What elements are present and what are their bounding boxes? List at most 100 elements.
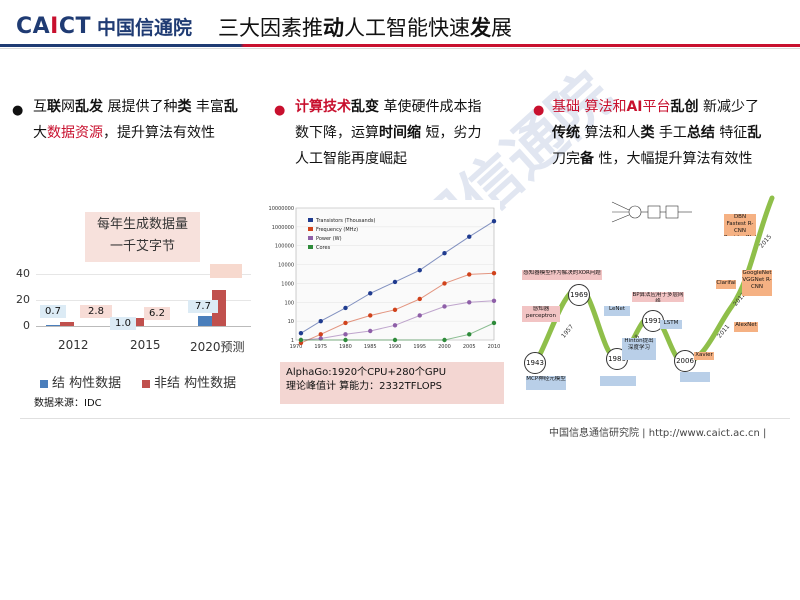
data-point: [442, 304, 447, 309]
data-point: [442, 337, 447, 343]
chart-note-box: 每年生成数据量 一千艾字节: [85, 212, 200, 262]
data-point: [392, 307, 398, 312]
milestone-box: BP算法应用于多层网络: [632, 292, 684, 302]
y-tick-label: 10000: [278, 263, 294, 269]
milestone-box: DBN Fastest R-CNN ResidualNet: [724, 214, 756, 236]
data-point: [442, 281, 447, 286]
data-point: [491, 320, 497, 326]
title-part: 人工智能快速: [344, 16, 470, 40]
text-span: 乱发: [75, 99, 103, 115]
y-tick-label: 1: [291, 338, 294, 344]
bullet-dot: ●: [533, 103, 545, 118]
data-point: [467, 272, 472, 277]
x-tick-label: 1990: [389, 344, 402, 350]
y-tick-label: 40: [16, 267, 30, 280]
data-point: [467, 332, 472, 337]
data-point: [318, 318, 323, 324]
data-point: [392, 337, 398, 343]
milestone-box: AlexNet: [734, 322, 758, 332]
x-tick-label: 1970: [290, 344, 303, 350]
y-tick-label: 100000: [275, 244, 294, 250]
data-point: [298, 330, 304, 336]
text-span: 人工智能再度崛起: [295, 151, 407, 167]
moores-law-scatter-chart: 1101001000100001000001000000100000001970…: [262, 200, 500, 365]
slide: CAICT 中国信通院 三大因素推动人工智能快速发展 C 中国信通院 ● 互联网…: [0, 13, 800, 439]
text-span: 互: [33, 99, 47, 115]
data-label: 0.7: [40, 305, 66, 318]
y-tick-label: 20: [16, 293, 30, 306]
highlight-text: 数据资源: [47, 125, 103, 141]
highlight-text: 算法和: [580, 99, 627, 115]
y-tick-label: 1000: [281, 281, 294, 287]
text-span: 乱变: [351, 99, 379, 115]
text-span: 丰富: [191, 99, 224, 115]
milestone-box: MCP神经元模型: [526, 376, 566, 390]
data-volume-bar-chart: 每年生成数据量 一千艾字节 40 20 0 0.7 2.8 1.0 6.2 7.…: [10, 200, 255, 415]
legend-label: Frequency (MHz): [316, 227, 358, 233]
highlight-text: AI: [626, 99, 643, 115]
gridline: [36, 300, 251, 301]
text-span: 乱: [223, 99, 238, 115]
data-point: [491, 298, 497, 303]
x-tick-label: 1985: [364, 344, 377, 350]
text-span: 网: [61, 99, 75, 115]
header-divider-thin: [0, 48, 800, 49]
data-point: [368, 291, 373, 296]
legend-label: Power (W): [316, 236, 342, 242]
caption-line: 理论峰值计 算能力：2332TFLOPS: [286, 381, 442, 392]
text-span: 新减少了: [698, 99, 759, 115]
note-line: 每年生成数据量: [96, 217, 188, 232]
title-part: 三大因素推: [218, 16, 323, 40]
x-tick-label: 1995: [413, 344, 426, 350]
text-span: 时间缩: [379, 125, 421, 141]
data-point: [368, 328, 373, 334]
highlight-text: 计算技术: [295, 99, 351, 115]
legend-label: 结 构性数据: [52, 376, 122, 391]
data-label: 2.8: [80, 305, 112, 318]
gridline: [36, 274, 251, 275]
data-point: [343, 320, 348, 326]
text-span: 传统: [552, 125, 580, 141]
text-span: ，提升算法有效性: [103, 125, 215, 141]
plot-area: [295, 207, 495, 341]
left-bullet-text: 互联网乱发 展提供了种类 丰富乱 大数据资源，提升算法有效性: [33, 94, 248, 146]
data-source: 数据来源：IDC: [34, 398, 102, 409]
alphago-caption: AlphaGo:1920个CPU+280个GPU 理论峰值计 算能力：2332T…: [280, 362, 504, 404]
x-tick-label: 2012: [58, 338, 89, 352]
text-span: 类: [640, 125, 655, 141]
legend-swatch: [308, 236, 313, 240]
text-span: 算法和人: [580, 125, 641, 141]
data-point: [417, 296, 422, 302]
data-point: [467, 300, 472, 305]
y-tick-label: 10000000: [269, 206, 294, 212]
legend-swatch: [40, 379, 48, 388]
milestone-box: GoogleNet VGGNet R-CNN: [742, 270, 772, 296]
text-span: 革使硬件成本指: [379, 99, 482, 115]
text-span: 总结: [686, 125, 715, 141]
legend-swatch: [308, 218, 313, 222]
milestone-box: Clarifai: [716, 280, 736, 289]
data-point: [343, 332, 348, 337]
x-tick-label: 1975: [314, 344, 327, 350]
data-label-box: [210, 264, 242, 278]
text-span: 短，劣力: [421, 125, 482, 141]
bar-structured: [198, 315, 212, 326]
data-point: [467, 234, 472, 239]
text-span: 乱: [747, 125, 762, 141]
data-point: [417, 313, 422, 318]
legend-label: 非结 构性数据: [154, 376, 237, 391]
bar-unstructured: [212, 289, 226, 326]
milestone-box: Xavier: [694, 352, 714, 360]
data-point: [417, 268, 422, 273]
milestone-box: 感知器模型作为解决的XOR问题: [522, 270, 602, 280]
data-point: [343, 337, 348, 343]
data-point: [368, 313, 373, 318]
data-label: 6.2: [144, 307, 170, 320]
y-tick-label: 10: [288, 319, 294, 325]
text-span: 备: [580, 151, 594, 167]
middle-bullet-text: 计算技术乱变 革使硬件成本指 数下降，运算时间缩 短，劣力 人工智能再度崛起: [295, 94, 510, 172]
year-node: 1969: [568, 284, 590, 306]
bar-unstructured: [60, 322, 74, 326]
text-span: 性，大幅提升算法有效性: [594, 151, 753, 167]
x-tick-label: 2005: [463, 344, 476, 350]
